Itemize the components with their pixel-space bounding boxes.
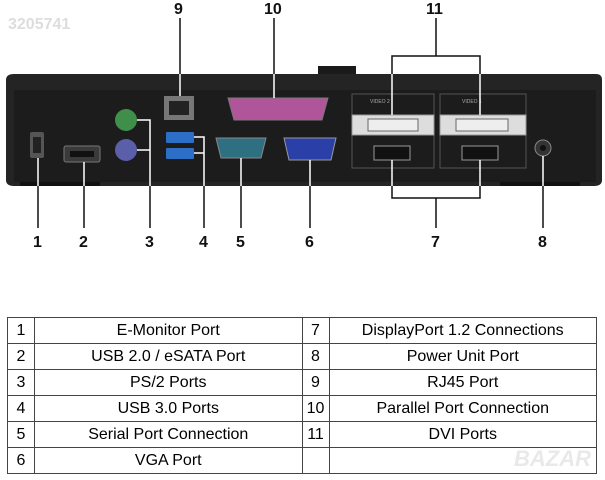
legend-number: 4: [7, 395, 35, 422]
legend-description: RJ45 Port: [328, 369, 597, 396]
legend-number: [301, 447, 330, 474]
legend-number: 7: [301, 317, 330, 344]
legend-number: 10: [301, 395, 330, 422]
legend-description: DisplayPort 1.2 Connections: [328, 317, 597, 344]
callout-11: 11: [426, 1, 443, 18]
callout-6: 6: [305, 234, 314, 251]
leader-11-dark: [391, 18, 481, 74]
image-watermark: 3205741: [8, 16, 71, 33]
legend-description: VGA Port: [34, 447, 303, 474]
dvi-port-1-inner: [367, 118, 419, 132]
legend-description: DVI Ports: [328, 421, 597, 448]
legend-number: 2: [7, 343, 35, 370]
legend-number: 3: [7, 369, 35, 396]
callout-1: 1: [33, 234, 42, 251]
docking-station-rear-diagram: VIDEO 2 VIDEO 1 9 10 11 1 2: [6, 1, 602, 251]
usb3-port-2: [166, 148, 194, 159]
legend-number: 9: [301, 369, 330, 396]
callout-3: 3: [145, 234, 154, 251]
leader-7-dark: [391, 186, 481, 228]
callout-10: 10: [264, 1, 282, 18]
callout-5: 5: [236, 234, 245, 251]
legend-description: Serial Port Connection: [34, 421, 303, 448]
vga-port: [283, 137, 337, 161]
legend-description: E-Monitor Port: [34, 317, 303, 344]
leader-lines-dark: [37, 18, 544, 228]
callout-2: 2: [79, 234, 88, 251]
legend-number: 6: [7, 447, 35, 474]
callout-4: 4: [199, 234, 208, 251]
legend-description: USB 2.0 / eSATA Port: [34, 343, 303, 370]
legend-description: USB 3.0 Ports: [34, 395, 303, 422]
power-port-pin: [540, 145, 546, 151]
video2-label: VIDEO 2: [370, 99, 390, 105]
dvi-port-2-inner: [455, 118, 509, 132]
legend-number: 8: [301, 343, 330, 370]
brand-watermark: BAZAR: [514, 446, 591, 471]
dock-foot-right: [500, 182, 580, 186]
dock-foot-left: [20, 182, 100, 186]
displayport-2: [461, 145, 499, 161]
usb-esata-port-inner: [70, 151, 94, 157]
callout-7: 7: [431, 234, 440, 251]
rj45-port-inner: [169, 101, 189, 115]
usb3-port-1: [166, 132, 194, 143]
legend-number: 11: [301, 421, 330, 448]
ps2-port-green: [115, 109, 137, 131]
displayport-1: [373, 145, 411, 161]
callout-9: 9: [174, 1, 183, 18]
parallel-port: [227, 97, 329, 121]
legend-description: PS/2 Ports: [34, 369, 303, 396]
ps2-port-purple: [115, 139, 137, 161]
legend-number: 5: [7, 421, 35, 448]
dock-top-bump: [318, 66, 356, 76]
video1-label: VIDEO 1: [462, 99, 482, 105]
serial-port: [215, 137, 267, 159]
legend-description: Power Unit Port: [328, 343, 597, 370]
legend-number: 1: [7, 317, 35, 344]
legend-description: [328, 447, 597, 474]
emonitor-port-inner: [33, 137, 41, 153]
callout-8: 8: [538, 234, 547, 251]
legend-description: Parallel Port Connection: [328, 395, 597, 422]
